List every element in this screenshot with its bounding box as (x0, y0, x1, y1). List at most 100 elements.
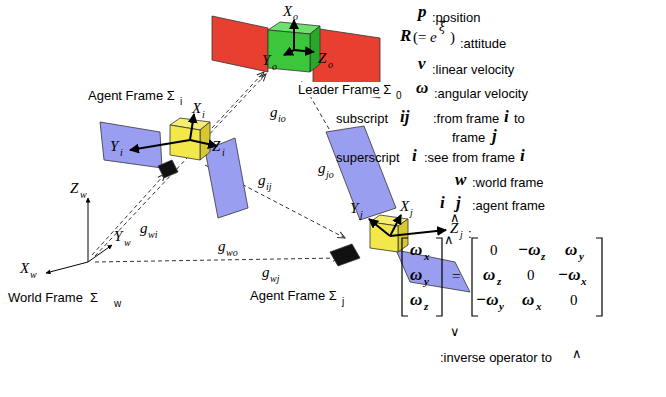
math-symbol: X (192, 100, 201, 117)
math-symbol: = (452, 268, 460, 285)
math-symbol: w (30, 269, 37, 280)
math-symbol: i (504, 107, 509, 127)
text-label: ∧ (444, 232, 454, 247)
math-symbol: X (20, 260, 29, 277)
math-symbol: i (222, 147, 225, 158)
text-label: subscript (336, 111, 388, 126)
math-symbol: ω (416, 78, 428, 98)
math-symbol: e (430, 29, 437, 46)
math-symbol: x (536, 300, 542, 312)
math-symbol: ω (410, 265, 422, 285)
math-symbol: ω (522, 290, 534, 310)
text-label: : (468, 226, 472, 241)
math-symbol: y (579, 250, 584, 262)
math-symbol: o (272, 61, 277, 72)
math-symbol: ω (410, 240, 422, 260)
math-symbol: Y (114, 228, 122, 245)
math-symbol: w (455, 170, 466, 190)
text-label: :see from frame (424, 150, 515, 165)
math-symbol: g (218, 238, 226, 255)
math-symbol: j (360, 209, 363, 220)
math-symbol: 0 (527, 267, 535, 284)
math-symbol: j (342, 296, 344, 307)
math-symbol: ω (410, 290, 422, 310)
math-symbol: Z (318, 50, 326, 67)
text-label: frame (452, 130, 485, 145)
math-symbol: g (258, 172, 266, 189)
math-symbol: Z (212, 138, 220, 155)
text-label: to (514, 111, 525, 126)
text-label: :attitude (460, 36, 506, 51)
text-label: Agent Frame Σ (250, 288, 337, 303)
math-symbol: x (424, 250, 430, 262)
math-symbol: 0 (396, 90, 402, 101)
text-label: Leader Frame Σ (298, 82, 391, 97)
math-symbol: z (497, 275, 501, 287)
math-symbol: i (120, 147, 123, 158)
math-symbol: i (180, 96, 182, 107)
math-symbol: g (140, 220, 148, 237)
math-symbol: p (418, 2, 427, 22)
text-label: ∧ (572, 346, 582, 361)
math-symbol: z (541, 250, 545, 262)
math-symbol: X (283, 3, 292, 20)
math-symbol: 0 (570, 292, 578, 309)
math-symbol: g (270, 104, 278, 121)
math-symbol: w (124, 237, 131, 248)
math-symbol: wj (270, 273, 279, 284)
math-symbol: o (328, 59, 333, 70)
math-symbol: ij (266, 181, 272, 192)
math-symbol: j (460, 229, 463, 240)
math-symbol: i (520, 146, 525, 166)
text-label: frame (466, 111, 499, 126)
text-label: ∨ (450, 324, 460, 339)
math-symbol: X (400, 198, 409, 215)
text-label: :agent frame (472, 198, 545, 213)
math-symbol: o (293, 11, 298, 22)
math-symbol: Y (262, 52, 270, 69)
math-symbol: Y (110, 138, 118, 155)
math-symbol: j (492, 126, 497, 146)
math-symbol: w (114, 298, 121, 309)
math-symbol: ) (450, 29, 455, 46)
text-label: :world frame (472, 175, 544, 190)
math-symbol: ω (483, 265, 495, 285)
math-symbol: z (424, 300, 428, 312)
math-symbol: (= (413, 29, 426, 46)
text-label: Agent Frame Σ (88, 88, 175, 103)
math-symbol: v (418, 54, 426, 74)
math-symbol: w (80, 189, 87, 200)
text-label: superscript (336, 150, 400, 165)
math-symbol: −ω (558, 265, 581, 285)
text-label: World Frame Σ (8, 290, 98, 305)
text-label: :inverse operator to (440, 350, 552, 365)
math-symbol: x (581, 275, 587, 287)
math-symbol: i (202, 109, 205, 120)
math-symbol: jo (326, 169, 334, 180)
math-symbol: −ω (518, 240, 541, 260)
math-symbol: wi (148, 229, 157, 240)
math-symbol: ij (400, 107, 409, 127)
math-symbol: g (262, 264, 270, 281)
math-symbol: y (499, 300, 504, 312)
math-symbol: 0 (490, 242, 498, 259)
math-symbol: io (278, 113, 286, 124)
text-label: :linear velocity (432, 62, 514, 77)
math-symbol: ξ̂ (439, 20, 446, 34)
math-symbol: j (410, 207, 413, 218)
text-label: :from (433, 111, 463, 126)
math-symbol: Z (70, 180, 78, 197)
math-symbol: g (318, 160, 326, 177)
math-symbol: i (412, 146, 417, 166)
math-symbol: wo (226, 247, 238, 258)
math-symbol: −ω (476, 290, 499, 310)
math-symbol: Y (350, 200, 358, 217)
math-symbol: R (400, 26, 411, 46)
math-symbol: y (424, 275, 429, 287)
text-label: ∧ (450, 210, 460, 225)
math-symbol: i (440, 193, 445, 213)
math-symbol: ω (565, 240, 577, 260)
text-label: :angular velocity (434, 86, 528, 101)
